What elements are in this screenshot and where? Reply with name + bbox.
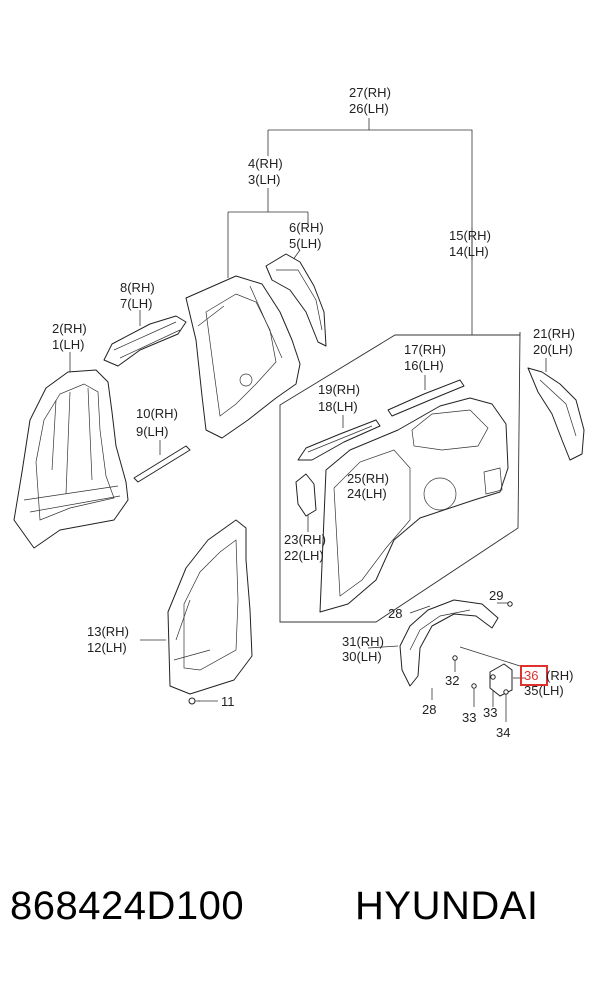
label-22-lh: 22(LH) [284,548,324,563]
label-23-rh: 23(RH) [284,532,326,547]
upper-rail-part [387,379,465,417]
label-14-lh: 14(LH) [449,244,489,259]
front-pillar-part [13,369,129,549]
label-13-rh: 13(RH) [87,624,129,639]
label-16-lh: 16(LH) [404,358,444,373]
part-number: 868424D100 [10,884,245,928]
label-11: 11 [221,694,235,709]
label-12-lh: 12(LH) [87,640,127,655]
label-27-rh: 27(RH) [349,85,391,100]
brand-name: HYUNDAI [355,884,539,928]
label-15-rh: 15(RH) [449,228,491,243]
quarter-panel-part [319,397,509,613]
rear-brace-part [295,473,317,517]
center-pillar-part [185,275,301,439]
front-pillar-outer-part [167,519,253,695]
label-19-rh: 19(RH) [318,382,360,397]
label-28-bottom: 28 [422,702,436,717]
quarter-panel-group-box [279,331,521,623]
label-26-lh: 26(LH) [349,101,389,116]
bolt-part [188,697,200,705]
label-25-rh: 25(RH) [347,471,389,486]
inner-panel-part [265,253,327,347]
label-33-left: 33 [462,710,476,725]
label-4-rh: 4(RH) [248,156,283,171]
label-32: 32 [445,673,459,688]
label-30-lh: 30(LH) [342,649,382,664]
label-35-lh: 35(LH) [524,683,564,698]
label-28-top: 28 [388,606,402,621]
label-21-rh: 21(RH) [533,326,575,341]
part-labels: 27(RH) 26(LH) 4(RH) 3(LH) 6(RH) 5(LH) 15… [52,85,575,740]
screws [452,601,513,695]
label-34: 34 [496,725,510,740]
label-10-rh: 10(RH) [136,406,178,421]
label-36-number: 36 [524,668,538,683]
highlight-box [520,665,548,686]
label-5-lh: 5(LH) [289,236,322,251]
wheel-guard-part [399,599,499,687]
label-20-lh: 20(LH) [533,342,573,357]
label-3-lh: 3(LH) [248,172,281,187]
roof-rail-part [103,315,187,367]
label-6-rh: 6(RH) [289,220,324,235]
label-31-rh: 31(RH) [342,634,384,649]
label-29: 29 [489,588,503,603]
label-33-right: 33 [483,705,497,720]
label-18-lh: 18(LH) [318,399,358,414]
mud-guard-bracket-part [489,663,513,697]
label-9-lh: 9(LH) [136,424,169,439]
footer: 868424D100 HYUNDAI [0,884,600,944]
label-24-lh: 24(LH) [347,486,387,501]
label-1-lh: 1(LH) [52,337,85,352]
rear-bracket-part [527,367,585,461]
side-strip-part [133,445,191,483]
label-36-side: (RH) [546,668,573,683]
label-8-rh: 8(RH) [120,280,155,295]
label-2-rh: 2(RH) [52,321,87,336]
label-7-lh: 7(LH) [120,296,153,311]
lower-rail-part [297,419,381,461]
label-17-rh: 17(RH) [404,342,446,357]
leader-lines [69,118,547,722]
